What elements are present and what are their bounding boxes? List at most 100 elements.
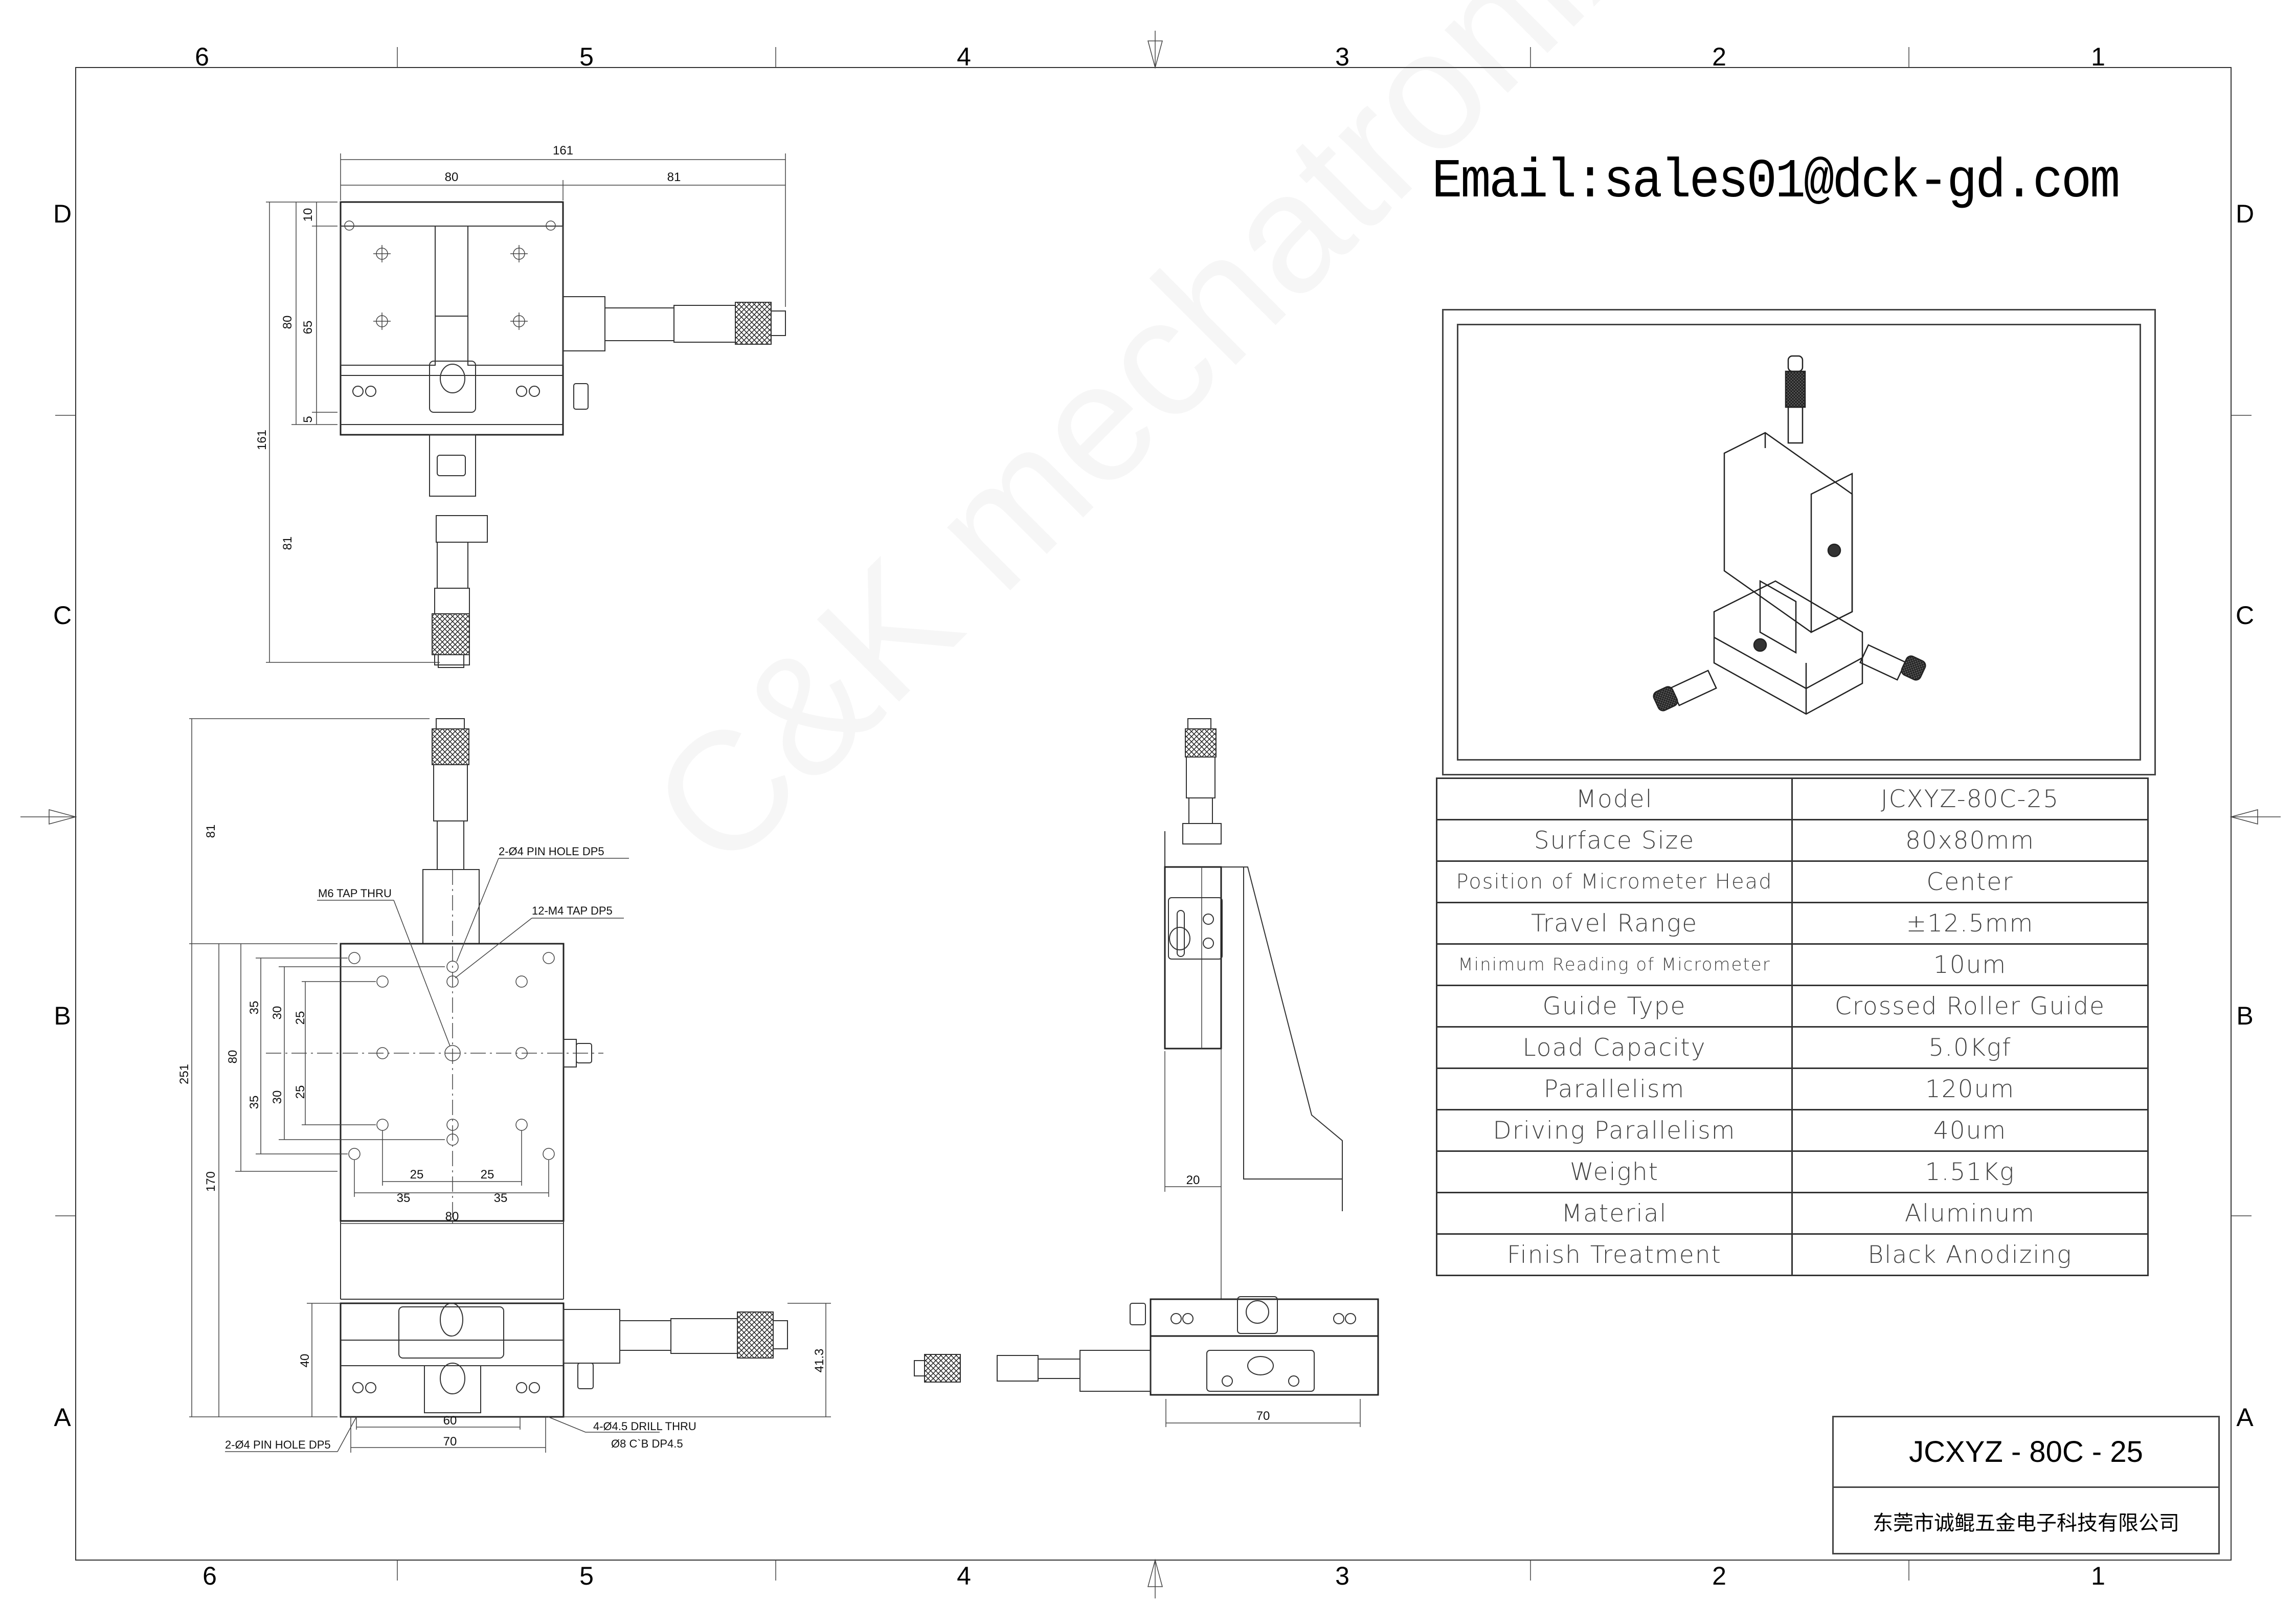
- spec-value: 40um: [1791, 1109, 2149, 1152]
- spec-label: Guide Type: [1436, 985, 1793, 1028]
- contact-email: Email:sales01@dck-gd.com: [1432, 151, 2120, 213]
- spec-label: Parallelism: [1436, 1067, 1793, 1110]
- svg-text:70: 70: [1256, 1409, 1270, 1423]
- spec-value: 10um: [1791, 943, 2149, 986]
- product-render-image: [1457, 324, 2141, 761]
- spec-label: Material: [1436, 1192, 1793, 1235]
- spec-value: 80x80mm: [1791, 819, 2149, 862]
- spec-label: Driving Parallelism: [1436, 1109, 1793, 1152]
- spec-value: Black Anodizing: [1791, 1233, 2149, 1276]
- svg-text:161: 161: [553, 144, 573, 158]
- svg-text:2-Ø4 PIN HOLE DP5: 2-Ø4 PIN HOLE DP5: [225, 1438, 331, 1451]
- svg-text:65: 65: [301, 321, 315, 335]
- svg-text:170: 170: [204, 1171, 218, 1192]
- svg-text:3: 3: [1335, 1562, 1349, 1590]
- spec-label: Load Capacity: [1436, 1026, 1793, 1069]
- spec-value: Crossed Roller Guide: [1791, 985, 2149, 1028]
- svg-text:A: A: [2236, 1403, 2254, 1432]
- spec-label: Model: [1436, 777, 1793, 820]
- svg-text:35: 35: [397, 1191, 411, 1205]
- spec-value: JCXYZ-80C-25: [1791, 777, 2149, 820]
- svg-text:30: 30: [271, 1091, 284, 1104]
- svg-text:6: 6: [195, 42, 209, 71]
- zone-labels-bottom: 6 5 4 3 2 1: [202, 1562, 2105, 1590]
- svg-text:81: 81: [204, 825, 218, 838]
- svg-text:2: 2: [1712, 1562, 1726, 1590]
- title-model: JCXYZ - 80C - 25: [1834, 1417, 2218, 1488]
- svg-text:B: B: [2236, 1002, 2253, 1030]
- xyz-stage-isometric-icon: [1653, 355, 1926, 715]
- svg-text:C: C: [53, 601, 72, 630]
- svg-text:60: 60: [443, 1414, 457, 1428]
- spec-value: ±12.5mm: [1791, 902, 2149, 945]
- svg-text:80: 80: [281, 316, 295, 329]
- product-render-frame: [1442, 309, 2156, 775]
- table-row: Travel Range±12.5mm: [1436, 902, 2149, 945]
- spec-value: Center: [1791, 860, 2149, 903]
- svg-text:4-Ø4.5 DRILL THRU: 4-Ø4.5 DRILL THRU: [593, 1420, 696, 1433]
- svg-text:40: 40: [298, 1354, 312, 1368]
- svg-text:20: 20: [1186, 1173, 1200, 1187]
- svg-text:81: 81: [667, 170, 681, 184]
- svg-text:5: 5: [579, 1562, 594, 1590]
- spec-label: Weight: [1436, 1150, 1793, 1193]
- svg-text:1: 1: [2091, 42, 2105, 71]
- svg-text:25: 25: [481, 1168, 494, 1182]
- svg-text:2-Ø4 PIN HOLE DP5: 2-Ø4 PIN HOLE DP5: [499, 845, 604, 858]
- zone-labels-top: 6 5 4 3 2 1: [195, 42, 2105, 71]
- svg-text:80: 80: [445, 1210, 459, 1223]
- svg-text:5: 5: [301, 416, 315, 422]
- svg-text:D: D: [53, 199, 72, 228]
- title-company: 东莞市诚鲲五金电子科技有限公司: [1873, 1511, 2179, 1535]
- zone-ticks: [20, 31, 2281, 1598]
- svg-text:35: 35: [247, 1096, 261, 1109]
- side-view: 20 70: [914, 718, 1379, 1427]
- svg-text:4: 4: [957, 42, 971, 71]
- svg-text:10: 10: [301, 208, 315, 222]
- svg-text:35: 35: [494, 1191, 508, 1205]
- spec-label: Finish Treatment: [1436, 1233, 1793, 1276]
- spec-value: 5.0Kgf: [1791, 1026, 2149, 1069]
- svg-text:6: 6: [202, 1562, 217, 1590]
- zone-labels-side: D C B A D C B A: [53, 199, 2254, 1432]
- spec-label: Minimum Reading of Micrometer: [1436, 943, 1793, 986]
- svg-text:25: 25: [294, 1085, 307, 1099]
- svg-text:2: 2: [1712, 42, 1726, 71]
- svg-text:81: 81: [281, 537, 295, 550]
- svg-text:25: 25: [294, 1011, 307, 1025]
- svg-text:41.3: 41.3: [813, 1349, 826, 1373]
- svg-text:1: 1: [2091, 1562, 2105, 1590]
- svg-text:B: B: [54, 1002, 71, 1030]
- svg-text:80: 80: [226, 1050, 240, 1064]
- spec-label: Position of Micrometer Head: [1436, 860, 1793, 903]
- top-view: 161 80 81 161 80 10 65 5 81: [255, 144, 786, 668]
- svg-text:161: 161: [255, 430, 269, 450]
- svg-text:3: 3: [1335, 42, 1349, 71]
- spec-value: Aluminum: [1791, 1192, 2149, 1235]
- svg-text:25: 25: [410, 1168, 424, 1182]
- front-view: 2-Ø4 PIN HOLE DP5 M6 TAP THRU 12-M4 TAP …: [177, 718, 831, 1453]
- title-block: JCXYZ - 80C - 25 东莞市诚鲲五金电子科技有限公司: [1832, 1416, 2220, 1554]
- svg-text:251: 251: [177, 1064, 191, 1084]
- svg-text:12-M4 TAP DP5: 12-M4 TAP DP5: [532, 904, 613, 917]
- svg-text:4: 4: [957, 1562, 971, 1590]
- svg-text:D: D: [2236, 199, 2254, 228]
- svg-text:Ø8 C`B DP4.5: Ø8 C`B DP4.5: [611, 1437, 683, 1450]
- svg-text:30: 30: [271, 1006, 284, 1020]
- spec-label: Surface Size: [1436, 819, 1793, 862]
- svg-text:80: 80: [445, 170, 459, 184]
- svg-text:A: A: [54, 1403, 71, 1432]
- svg-text:M6 TAP THRU: M6 TAP THRU: [318, 887, 392, 900]
